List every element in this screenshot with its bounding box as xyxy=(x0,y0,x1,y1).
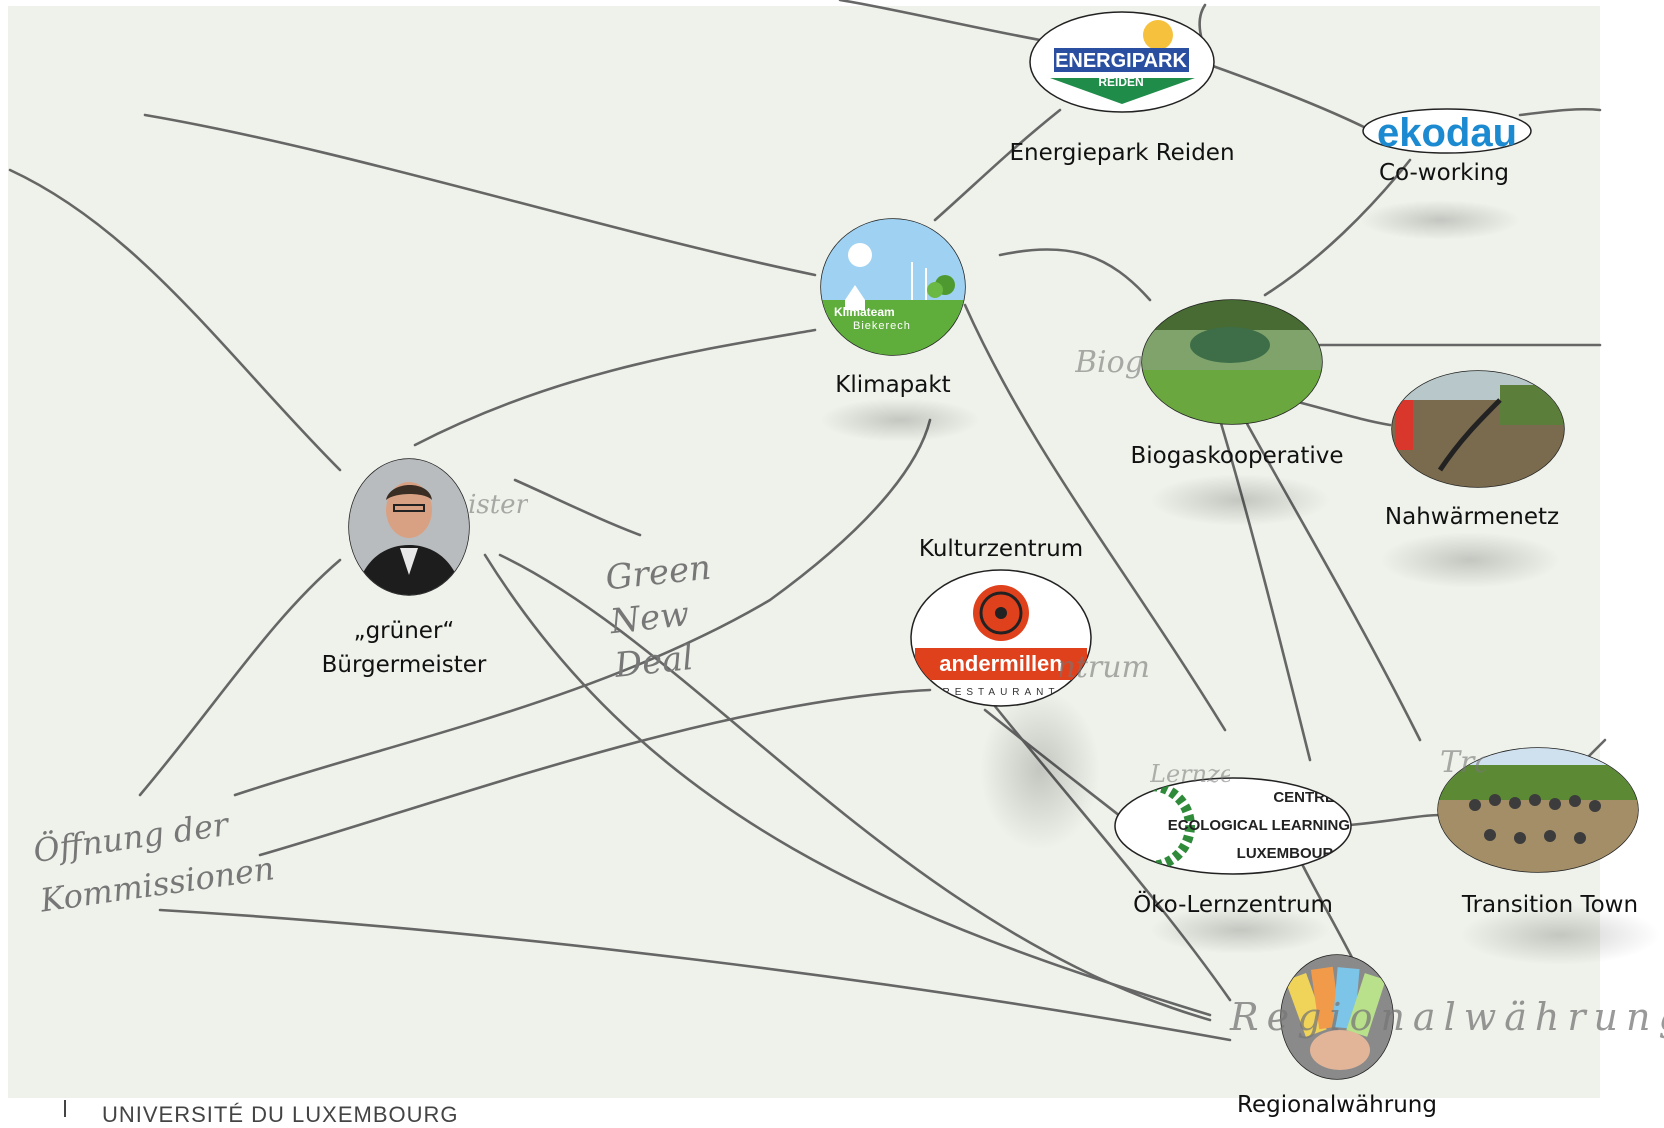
klimateam-logo: Klimateam Biekerech xyxy=(820,218,966,356)
oeko-logo-line-1: CENTRE xyxy=(1273,789,1335,806)
oeko-logo-line-3: LUXEMBOURG xyxy=(1237,845,1345,862)
handwriting-buergermeister: Bürgermeister xyxy=(468,490,528,520)
label-co-working: Co-working xyxy=(1378,160,1510,186)
node-shadows xyxy=(820,200,1660,965)
energipark-logo: ENERGIPARK REIDEN xyxy=(1029,11,1215,113)
connection-line xyxy=(1518,107,1602,117)
ecological-learning-logo: CENTRE ECOLOGICAL LEARNING LUXEMBOURG xyxy=(1114,777,1352,875)
connection-line xyxy=(1288,398,1392,427)
connection-line xyxy=(233,418,932,797)
connection-line xyxy=(143,113,817,277)
label-biogaskooperative: Biogaskooperative xyxy=(1130,443,1344,469)
connection-line xyxy=(1208,63,1372,132)
label-oeko-lernzentrum: Öko-Lernzentrum xyxy=(1133,892,1333,918)
connection-line xyxy=(8,168,342,472)
banknotes-photo xyxy=(1280,954,1394,1080)
connection-line xyxy=(413,328,817,447)
oeko-logo-line-2: ECOLOGICAL LEARNING xyxy=(1168,817,1350,834)
connection-line xyxy=(483,553,1212,1017)
connection-line xyxy=(1348,813,1442,827)
connection-line xyxy=(1263,158,1412,297)
connection-line xyxy=(258,688,932,857)
mayor-portrait-photo xyxy=(348,458,470,596)
klimateam-logo-text: Klimateam xyxy=(834,305,895,319)
handwriting-green-new-deal: Green New Deal xyxy=(603,547,713,686)
handwriting-transition: Transition xyxy=(1440,745,1485,780)
connection-line xyxy=(998,248,1152,302)
klimateam-logo-sub: Biekerech xyxy=(853,320,911,332)
label-klimapakt: Klimapakt xyxy=(835,372,951,398)
label-gruener-line-2: Bürgermeister xyxy=(321,652,487,678)
handwriting-regionalwaehrung: Regionalwährung xyxy=(1230,995,1664,1039)
andermillen-logo: andermillen RESTAURANT xyxy=(910,569,1092,707)
andermillen-logo-text: andermillen xyxy=(939,651,1062,676)
footer-divider xyxy=(64,1100,66,1117)
handwriting-kulturzentrum: Kulturzentrum xyxy=(1060,650,1150,685)
ekodau-logo: ekodau xyxy=(1362,108,1532,155)
label-regionalwaehrung: Regionalwährung xyxy=(1237,1092,1437,1118)
connection-line xyxy=(1243,418,1422,742)
label-energiepark-reiden: Energiepark Reiden xyxy=(1009,140,1235,166)
label-gruener-line-1: „grüner“ xyxy=(353,618,455,644)
handwriting-biogas: Biogas xyxy=(1075,345,1145,380)
andermillen-logo-sub: RESTAURANT xyxy=(942,687,1059,698)
label-nahwaermenetz: Nahwärmenetz xyxy=(1384,504,1560,530)
connection-line xyxy=(513,478,642,537)
label-kulturzentrum: Kulturzentrum xyxy=(918,536,1084,562)
connection-line xyxy=(933,108,1062,222)
ekodau-logo-text: ekodau xyxy=(1377,111,1517,155)
sketch-paper xyxy=(8,6,1600,1098)
connection-line xyxy=(138,558,342,797)
connection-line xyxy=(498,553,1212,1022)
connection-line xyxy=(963,303,1227,732)
pencil-connections xyxy=(8,0,1607,1042)
connection-line xyxy=(838,0,1042,42)
university-footer: UNIVERSITÉ DU LUXEMBOURG xyxy=(102,1102,459,1127)
connection-line xyxy=(1218,418,1312,762)
energipark-logo-sub: REIDEN xyxy=(1098,75,1143,89)
pipe-trench-photo xyxy=(1391,370,1565,488)
biogas-plant-photo xyxy=(1141,299,1323,425)
label-transition-town: Transition Town xyxy=(1461,892,1639,918)
handwriting-lernzentrum: Lernzentrum xyxy=(1150,760,1230,788)
energipark-logo-text: ENERGIPARK xyxy=(1055,50,1187,72)
connection-line xyxy=(158,908,1232,1042)
